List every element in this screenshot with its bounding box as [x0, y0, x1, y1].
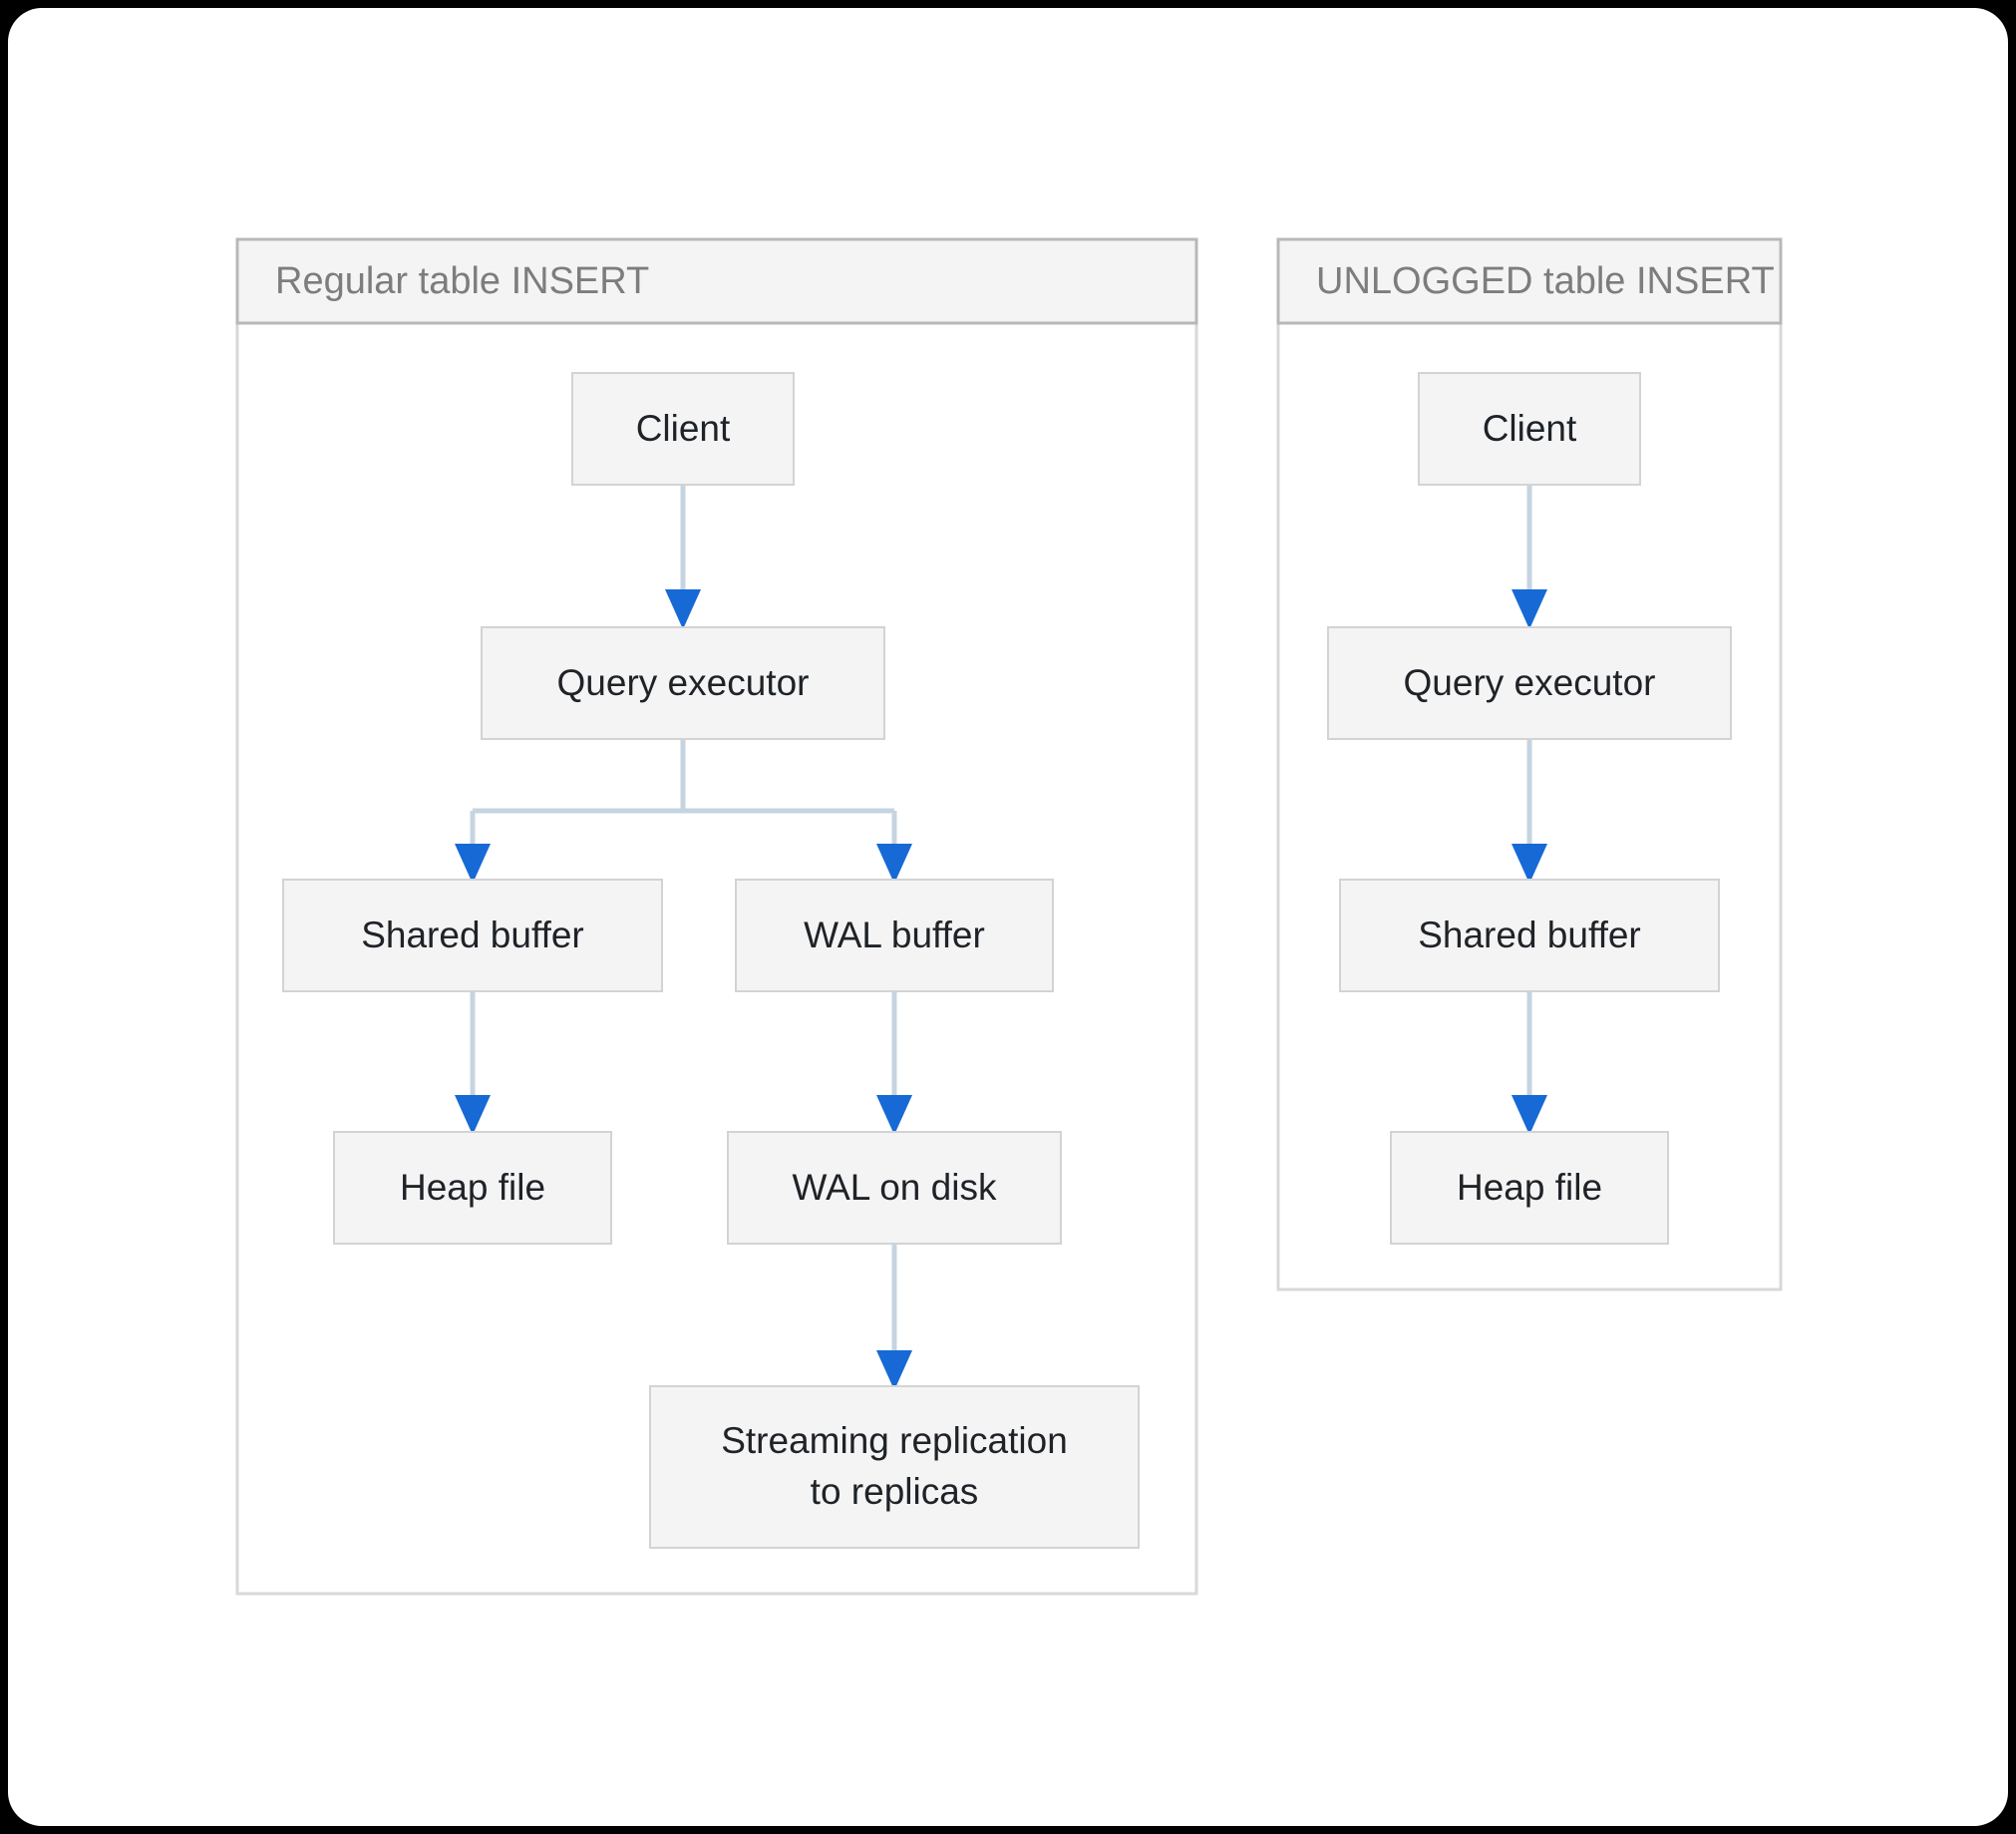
node-heap-file-b[interactable]: Heap file [1390, 1131, 1669, 1245]
node-client-a-label: Client [636, 408, 731, 449]
node-wal-on-disk-label: WAL on disk [793, 1167, 997, 1208]
node-streaming-replication-label-line1: Streaming replication [721, 1420, 1068, 1461]
node-shared-buffer-a-rect[interactable] [282, 879, 663, 992]
node-streaming-replication-label-line2: to replicas [811, 1471, 979, 1512]
arrowhead-executor-to-wal-buffer [876, 844, 912, 884]
node-streaming-replication[interactable]: Streaming replication to replicas [649, 1385, 1140, 1549]
node-wal-buffer[interactable]: WAL buffer [735, 879, 1054, 992]
node-shared-buffer-a-label: Shared buffer [361, 915, 584, 955]
node-query-executor-a-label: Query executor [557, 662, 810, 703]
arrowhead-shared-buffer-to-heap-file-b [1512, 1095, 1547, 1135]
node-query-executor-a[interactable]: Query executor [481, 626, 885, 740]
node-shared-buffer-a[interactable]: Shared buffer [282, 879, 663, 992]
node-client-b-label: Client [1483, 408, 1577, 449]
diagram-canvas: Regular table INSERT UNLOGGED table INSE… [8, 8, 2008, 1826]
arrowhead-client-to-executor-b [1512, 589, 1547, 629]
cluster-unlogged-title-bar [1276, 237, 1783, 325]
cluster-regular-title-bar [235, 237, 1198, 325]
arrowhead-executor-to-shared-buffer-a [455, 844, 491, 884]
arrowhead-shared-buffer-to-heap-file-a [455, 1095, 491, 1135]
node-shared-buffer-b-label: Shared buffer [1418, 915, 1641, 955]
node-heap-file-b-label: Heap file [1457, 1167, 1602, 1208]
node-wal-on-disk-rect[interactable] [727, 1131, 1062, 1245]
node-wal-on-disk[interactable]: WAL on disk [727, 1131, 1062, 1245]
node-shared-buffer-b[interactable]: Shared buffer [1339, 879, 1720, 992]
flowchart-svg: Regular table INSERT UNLOGGED table INSE… [235, 237, 1783, 1596]
arrowhead-client-to-executor-a [665, 589, 701, 629]
node-query-executor-b[interactable]: Query executor [1327, 626, 1732, 740]
node-heap-file-a-label: Heap file [400, 1167, 545, 1208]
node-heap-file-b-rect[interactable] [1390, 1131, 1669, 1245]
edges-regular [455, 484, 912, 1390]
node-client-a[interactable]: Client [571, 372, 795, 486]
node-client-a-rect[interactable] [571, 372, 795, 486]
node-wal-buffer-label: WAL buffer [804, 915, 985, 955]
cluster-unlogged-title-label: UNLOGGED table INSERT [1316, 260, 1775, 302]
node-streaming-replication-rect[interactable] [649, 1385, 1140, 1549]
node-heap-file-a-rect[interactable] [333, 1131, 612, 1245]
node-client-b[interactable]: Client [1418, 372, 1641, 486]
node-heap-file-a[interactable]: Heap file [333, 1131, 612, 1245]
arrowhead-wal-on-disk-to-streaming-replication [876, 1350, 912, 1390]
node-query-executor-b-label: Query executor [1404, 662, 1656, 703]
arrowhead-wal-buffer-to-wal-on-disk [876, 1095, 912, 1135]
node-shared-buffer-b-rect[interactable] [1339, 879, 1720, 992]
node-query-executor-b-rect[interactable] [1327, 626, 1732, 740]
cluster-regular-title-label: Regular table INSERT [275, 260, 649, 302]
node-wal-buffer-rect[interactable] [735, 879, 1054, 992]
edges-unlogged [1512, 484, 1547, 1135]
node-client-b-rect[interactable] [1418, 372, 1641, 486]
node-query-executor-a-rect[interactable] [481, 626, 885, 740]
arrowhead-executor-to-shared-buffer-b [1512, 844, 1547, 884]
